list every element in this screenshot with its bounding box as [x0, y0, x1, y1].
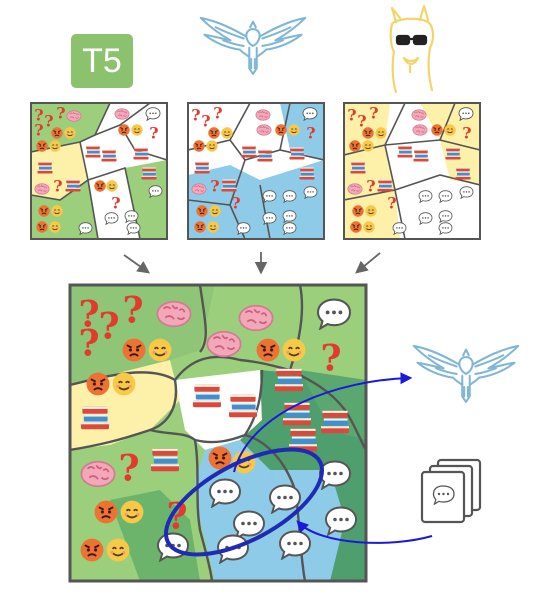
panel-llama	[344, 103, 480, 239]
document-stack-icon	[420, 458, 482, 524]
arrow-from-documents	[296, 520, 433, 544]
t5-logo: T5	[71, 34, 133, 88]
eagle-icon-right	[412, 344, 520, 404]
arrow-to-eagle	[233, 372, 413, 473]
t5-logo-text: T5	[82, 42, 122, 80]
panel-eagle	[188, 103, 324, 239]
llama-icon	[389, 4, 435, 94]
selection-ellipse	[163, 447, 325, 557]
panel-llama-border	[343, 102, 481, 240]
main-panel-border	[68, 283, 368, 583]
panel-t5	[31, 103, 167, 239]
arrow-from-t5	[123, 254, 151, 274]
main-panel	[70, 285, 366, 581]
panel-eagle-border	[187, 102, 325, 240]
arrow-from-llama	[355, 252, 381, 274]
eagle-icon	[199, 16, 307, 76]
panel-t5-border	[30, 102, 168, 240]
